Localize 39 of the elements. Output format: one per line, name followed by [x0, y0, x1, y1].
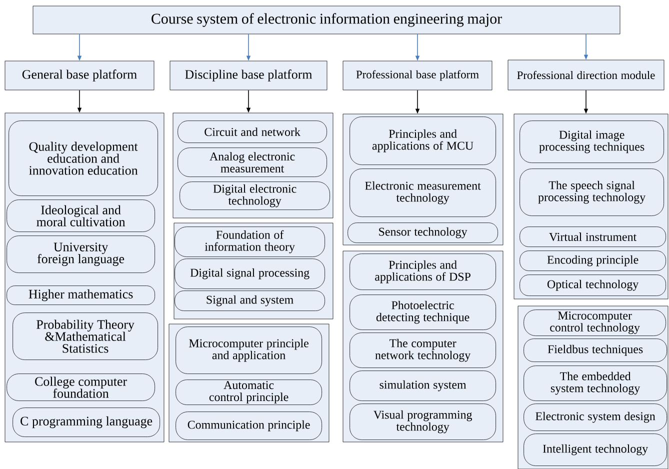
course-box: Fieldbus techniques: [524, 338, 667, 362]
course-box: Microcomputer principle and application: [176, 326, 322, 374]
platform-box: Professional base platform: [342, 60, 492, 90]
course-box: Digital signal processing: [174, 258, 325, 289]
course-box: Microcomputer control technology: [524, 310, 666, 336]
course-box: Electronic system design: [524, 404, 667, 431]
platform-box: Professional direction module: [508, 60, 664, 90]
course-box: Analog electronic measurement: [178, 148, 327, 177]
course-box: Quality development education and innovation education: [8, 120, 158, 196]
course-box: C programming language: [12, 408, 160, 437]
platform-box: Discipline base platform: [170, 60, 328, 90]
course-box: Digital electronic technology: [180, 182, 330, 210]
course-box: simulation system: [350, 370, 496, 401]
course-box: Sensor technology: [348, 222, 498, 243]
course-box: Encoding principle: [520, 250, 666, 271]
course-box: Automatic control principle: [176, 380, 322, 405]
course-box: Virtual instrument: [520, 226, 666, 247]
course-box: Principles and applications of MCU: [350, 116, 496, 165]
course-box: Communication principle: [176, 412, 322, 440]
course-box: College computer foundation: [6, 374, 155, 401]
course-box: Intelligent technology: [524, 434, 667, 466]
course-box: Higher mathematics: [6, 286, 155, 305]
course-box: Principles and applications of DSP: [350, 254, 496, 290]
course-box: Photoelectric detecting technique: [350, 294, 496, 330]
course-box: University foreign language: [6, 236, 155, 273]
course-box: Visual programming technology: [350, 404, 496, 440]
course-box: The speech signal processing technology: [520, 168, 664, 216]
course-box: Optical technology: [520, 274, 666, 296]
course-box: Electronic measurement technology: [350, 168, 496, 217]
platform-box: General base platform: [4, 60, 154, 90]
course-box: Foundation of information theory: [174, 226, 325, 257]
course-box: Probability Theory &Mathematical Statistics: [12, 312, 158, 360]
course-box: Digital image processing techniques: [520, 120, 664, 163]
course-box: The computer network technology: [350, 332, 496, 368]
title-box: Course system of electronic information engineering major: [32, 6, 620, 34]
course-box: The embedded system technology: [524, 366, 667, 401]
course-box: Ideological and moral cultivation: [6, 200, 155, 232]
course-box: Circuit and network: [178, 120, 327, 143]
course-box: Signal and system: [174, 290, 325, 311]
